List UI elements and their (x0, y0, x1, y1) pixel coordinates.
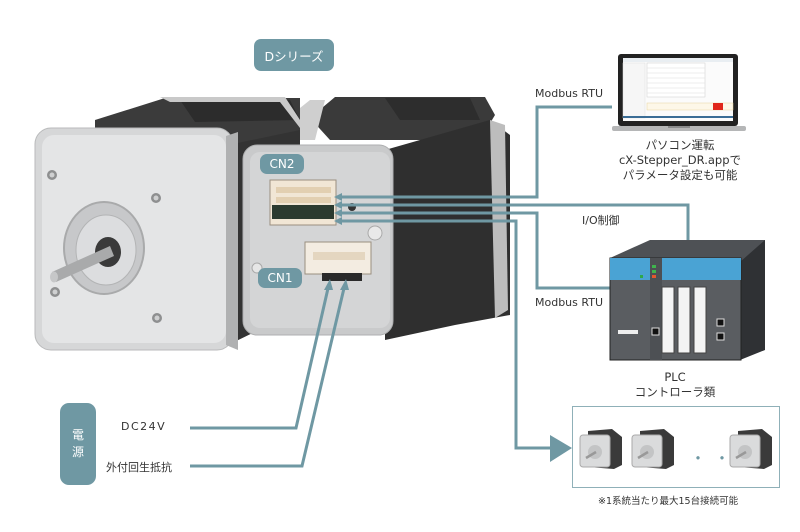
power-input-dc24v: DC24V (121, 420, 167, 433)
power-label-char: 電 (71, 428, 84, 442)
arrowhead-cn1-1 (324, 279, 333, 290)
laptop-link-label: Modbus RTU (535, 87, 603, 100)
line-cn2-to-plc-modbus (340, 211, 612, 290)
line-cn2-to-laptop (340, 105, 612, 199)
power-box: 電 源 (60, 403, 96, 485)
arrowhead-cn2-3 (334, 209, 342, 217)
arrowhead-cn2-4 (334, 217, 342, 225)
plc-icon (609, 240, 765, 361)
line-cn2-to-plc-io (340, 203, 690, 245)
line-cn2-to-motor-chain (340, 219, 552, 450)
plc-caption: PLC コントローラ類 (620, 370, 730, 400)
laptop-caption-line: cX-Stepper_DR.appで (618, 153, 742, 167)
plc-io-label: I/O制御 (582, 214, 620, 227)
laptop-caption-line: パラメータ設定も可能 (622, 168, 738, 182)
line-cn1-regen (190, 283, 347, 468)
cn2-label: CN2 (260, 154, 304, 174)
mini-motor-icon (729, 429, 772, 469)
mini-motor-icon (631, 429, 674, 469)
motor-chain-note: ※1系統当たり最大15台接続可能 (598, 496, 739, 507)
arrowhead-cn2-2 (334, 201, 342, 209)
laptop-caption-line: パソコン運転 (645, 138, 715, 152)
line-cn1-dc24v (190, 283, 331, 430)
power-input-regen-resistor: 外付回生抵抗 (106, 461, 172, 474)
plc-caption-line: PLC (664, 370, 686, 384)
cn1-label: CN1 (258, 268, 302, 288)
series-tag: Dシリーズ (254, 39, 334, 71)
arrowhead-cn1-2 (340, 279, 349, 290)
plc-caption-line: コントローラ類 (634, 385, 716, 399)
arrowhead-cn2-1 (334, 193, 342, 201)
mini-motor-icon (579, 429, 622, 469)
laptop-caption: パソコン運転 cX-Stepper_DR.appで パラメータ設定も可能 (610, 138, 750, 183)
laptop-icon (612, 54, 746, 131)
motor-chain-box: ・・・・ (572, 406, 780, 488)
laptop (612, 54, 746, 134)
arrowhead-motor-chain (550, 435, 572, 462)
plc-link-label: Modbus RTU (535, 296, 603, 309)
power-label-char: 源 (71, 445, 84, 459)
